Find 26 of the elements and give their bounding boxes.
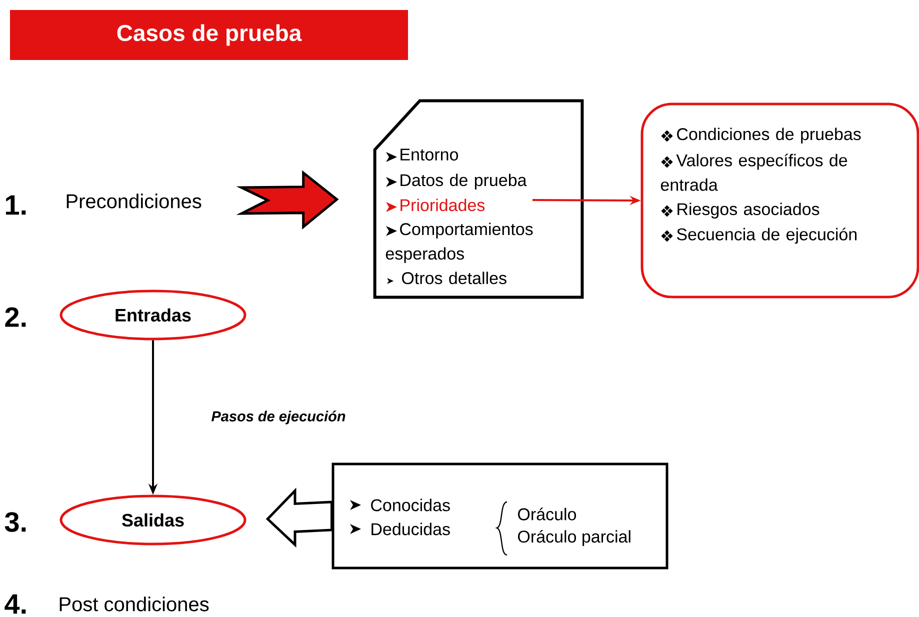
node-label: Prioridades xyxy=(400,198,485,212)
step-number: 4. xyxy=(4,594,26,614)
node-label: Oráculo xyxy=(518,508,576,520)
node-label: Oráculo parcial xyxy=(518,530,630,546)
node-label: Secuencia de ejecución xyxy=(676,228,856,244)
document-box: Entorno Datos de prueba Prioridades Comportamientos esperados Otros detalles xyxy=(373,99,584,299)
node-label: Riesgos asociados xyxy=(678,202,820,219)
node-label: Otros detalles xyxy=(402,272,506,284)
edge-label: Pasos de ejecución xyxy=(210,410,347,426)
node-label: Condiciones de pruebas xyxy=(677,128,861,144)
node-label: Entorno xyxy=(400,148,458,161)
node-label: Conocidas xyxy=(371,498,450,512)
block-arrow xyxy=(266,488,333,548)
step-number: 2. xyxy=(5,307,26,327)
node-label: Valores específicos de entrada xyxy=(660,154,848,191)
step-number: 1. xyxy=(6,195,26,215)
step-text: Post condiciones xyxy=(60,596,209,612)
node-label: Deducidas xyxy=(372,522,450,536)
box: Conocidas Deducidas Oráculo Oráculo parcial xyxy=(332,462,668,570)
node-label: Datos de prueba xyxy=(400,174,527,190)
title-bar: Casos de prueba xyxy=(10,10,408,60)
rounded-box: Condiciones de pruebas Valores específicos de entrada Riesgos asociados Secuencia de ejecución xyxy=(640,102,919,298)
step-text: Precondiciones xyxy=(66,194,202,208)
node-label: Comportamientos esperados xyxy=(386,222,533,264)
step-number: 3. xyxy=(4,512,26,532)
block-arrow xyxy=(236,170,339,230)
